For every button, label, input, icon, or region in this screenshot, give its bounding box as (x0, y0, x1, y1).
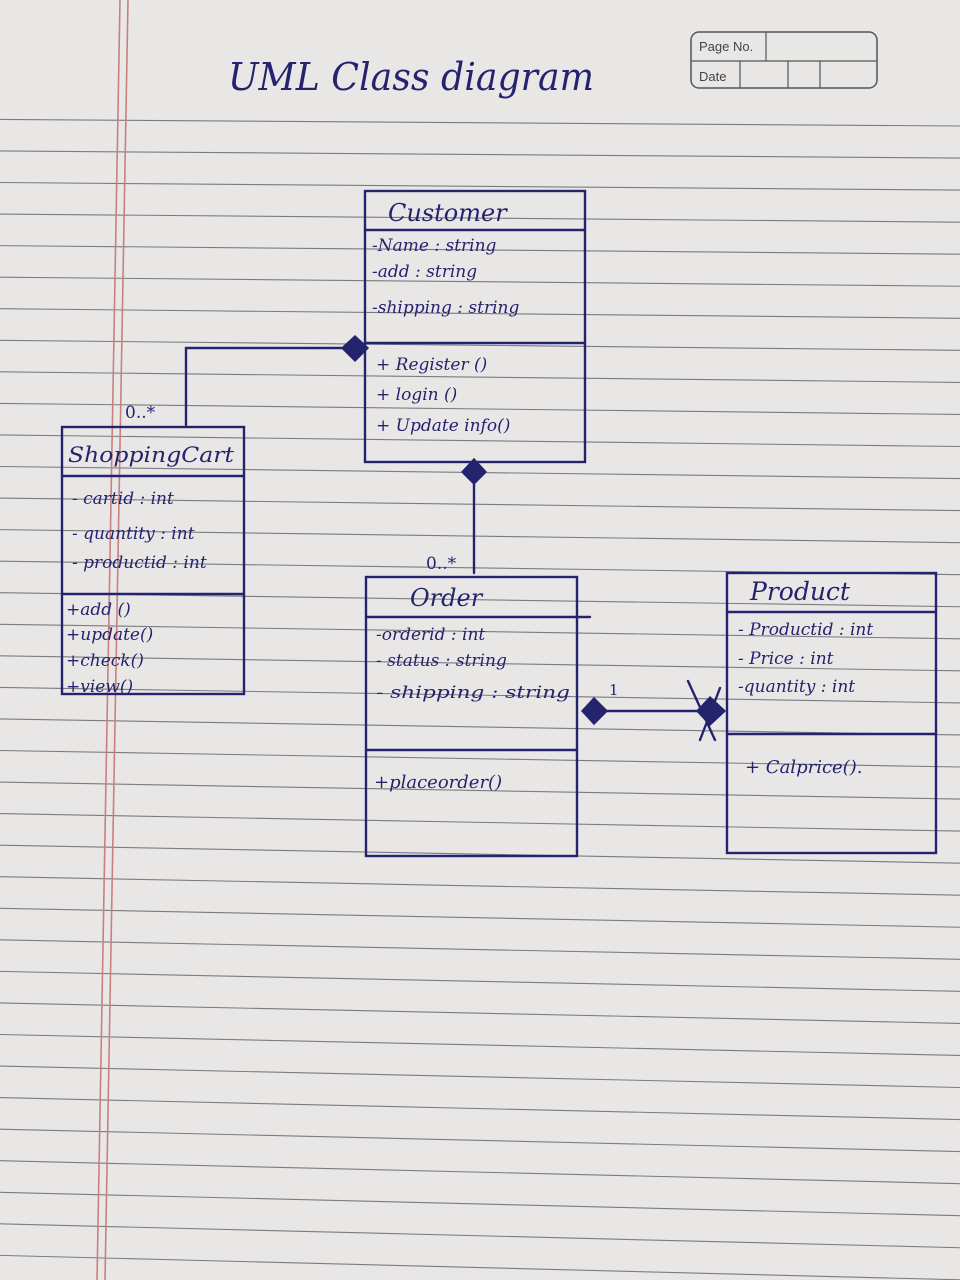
customer-attribute: -shipping : string (372, 298, 519, 318)
order-operation: +placeorder() (374, 772, 502, 793)
rule-line (0, 371, 960, 383)
customer-operation: + Update info() (376, 416, 510, 436)
rule-line (0, 749, 960, 768)
rule-line (0, 434, 960, 448)
rule-line (0, 1254, 960, 1280)
order-attribute: - shipping : string (376, 683, 570, 703)
multiplicity-order-product: 1 (609, 681, 619, 699)
order-class-box (364, 575, 579, 858)
rule-line (0, 276, 960, 287)
multiplicity-order-customer: 0..* (426, 554, 457, 574)
order-attribute: -orderid : int (376, 625, 485, 645)
shopping-cart-attribute: - productid : int (72, 553, 207, 573)
rule-line (0, 655, 960, 672)
rule-line (0, 181, 960, 191)
rule-line (0, 876, 960, 896)
shopping-cart-class-box (60, 425, 246, 696)
customer-operation: + Register () (376, 355, 487, 375)
rule-line (0, 1191, 960, 1217)
rule-line (0, 1160, 960, 1185)
rule-line (0, 150, 960, 159)
rule-line (0, 118, 960, 127)
rule-line (0, 623, 960, 640)
product-class-box (725, 571, 938, 855)
shopping-cart-operation: +view() (66, 677, 133, 697)
composition-diamond-customer-bottom (460, 457, 488, 486)
rule-line (0, 781, 960, 800)
page-no-label: Page No. (699, 39, 753, 54)
composition-diamond-customer-left (340, 334, 370, 363)
rule-line (0, 970, 960, 992)
rule-line (0, 1033, 960, 1056)
customer-attribute: -Name : string (372, 236, 497, 256)
customer-attribute: -add : string (372, 262, 477, 282)
order-attribute: - status : string (376, 651, 507, 671)
product-class-name: Product (749, 577, 851, 606)
rule-line (0, 529, 960, 544)
margin-lines (96, 0, 129, 1280)
page-date-box: Page No. Date (690, 31, 878, 89)
rule-line (0, 308, 960, 319)
shopping-cart-operation: +check() (66, 651, 144, 671)
order-class (364, 575, 592, 858)
rule-line (0, 339, 960, 351)
composition-diamond-order-right (580, 696, 609, 726)
date-label: Date (699, 69, 726, 84)
multiplicity-cart-customer: 0..* (125, 403, 156, 423)
shopping-cart-attribute: - cartid : int (72, 489, 174, 509)
customer-class-name: Customer (388, 199, 508, 227)
product-attribute: - Productid : int (738, 620, 873, 640)
rule-line (0, 1097, 960, 1121)
shopping-cart-class-name: ShoppingCart (68, 443, 235, 467)
order-class-name: Order (410, 584, 484, 612)
ruled-lines (0, 118, 960, 1280)
composition-diamond-product-left (695, 695, 727, 727)
rule-line (0, 1065, 960, 1089)
rule-line (0, 1002, 960, 1024)
shopping-cart-operation: +update() (66, 625, 153, 645)
rule-line (0, 939, 960, 960)
shopping-cart-class (60, 425, 246, 696)
rule-line (0, 844, 960, 864)
product-operation: + Calprice(). (745, 757, 862, 778)
shopping-cart-operation: +add () (66, 600, 131, 620)
rule-line (0, 1223, 960, 1249)
rule-line (0, 718, 960, 736)
product-attribute: -quantity : int (738, 677, 855, 697)
rule-line (0, 497, 960, 512)
rule-line (0, 686, 960, 704)
rule-line (0, 245, 960, 255)
customer-operation: + login () (376, 385, 457, 405)
rule-line (0, 402, 960, 415)
rule-line (0, 1128, 960, 1153)
rule-line (0, 213, 960, 223)
product-attribute: - Price : int (738, 649, 834, 669)
diagram-title: UML Class diagram (228, 55, 594, 99)
rule-line (0, 907, 960, 928)
rule-line (0, 813, 960, 832)
shopping-cart-attribute: - quantity : int (72, 524, 195, 544)
product-class (725, 571, 938, 855)
cart-customer-connector (184, 346, 344, 427)
